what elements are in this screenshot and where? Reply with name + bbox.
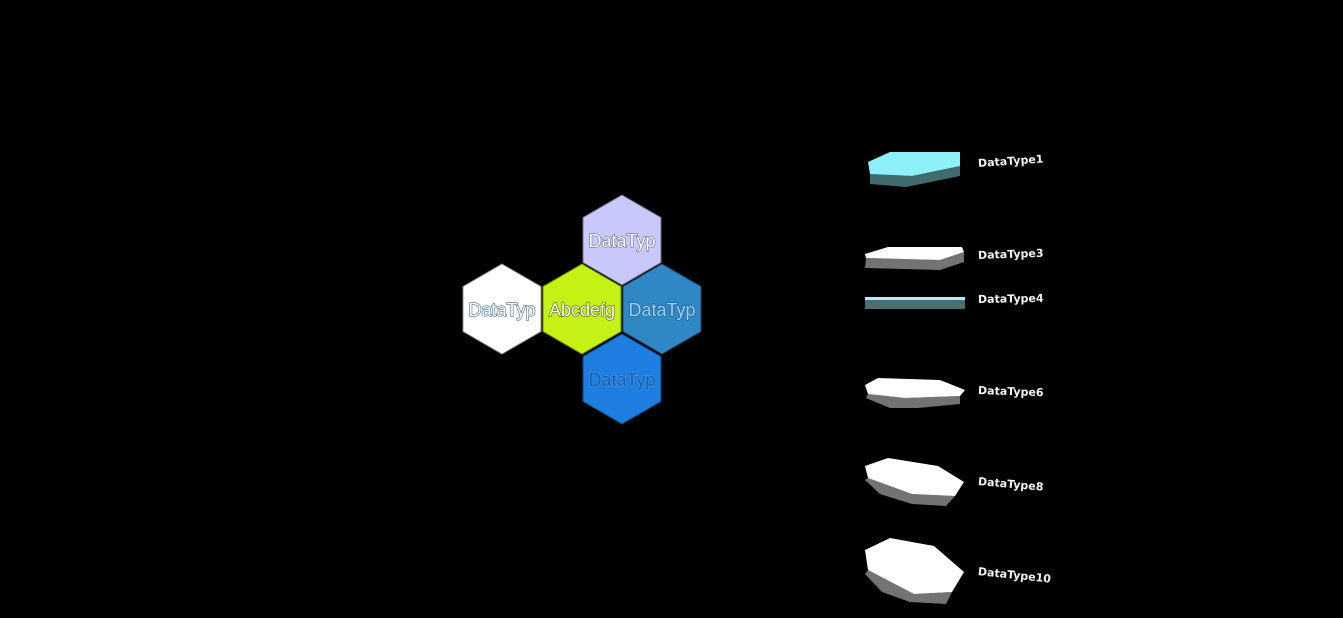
hexagon-right-shape xyxy=(622,263,702,355)
legend-item-4-prism-side xyxy=(866,394,960,408)
legend-item-3-prism-side xyxy=(865,300,965,309)
hexagon-bottom[interactable]: DataTyp xyxy=(582,333,662,425)
hexagon-right-label: DataTyp xyxy=(628,300,695,320)
legend-item-1: DataType1 xyxy=(868,152,1044,187)
legend-item-4-prism-top xyxy=(865,378,965,398)
legend-item-2: DataType3 xyxy=(865,247,1044,270)
hexagon-left-shape xyxy=(462,263,542,355)
legend-item-6-prism-side xyxy=(865,570,952,604)
hexagon-top[interactable]: DataTyp xyxy=(582,194,662,286)
legend-item-5: DataType8 xyxy=(865,458,1044,506)
legend-item-1-prism-top xyxy=(868,152,960,176)
legend-item-5-prism-top xyxy=(865,458,964,496)
hexagon-bottom-label: DataTyp xyxy=(588,370,655,390)
legend-item-2-prism-side xyxy=(865,252,964,270)
legend-item-1-prism-side xyxy=(870,166,960,187)
hexagon-right[interactable]: DataTyp xyxy=(622,263,702,355)
hexagon-center-shape xyxy=(542,263,622,355)
hexagon-top-shape xyxy=(582,194,662,286)
hexagon-left-label: DataTyp xyxy=(468,300,535,320)
hexagon-center[interactable]: Abcdefg xyxy=(542,263,622,355)
legend-item-5-prism-side xyxy=(865,478,955,506)
legend-item-5-label: DataType8 xyxy=(977,475,1043,494)
legend-item-4: DataType6 xyxy=(865,378,1044,408)
legend-item-6: DataType10 xyxy=(865,538,1052,604)
legend-item-6-label: DataType10 xyxy=(977,565,1052,586)
legend-item-3-label: DataType4 xyxy=(978,292,1044,306)
hexagon-top-label: DataTyp xyxy=(588,231,655,251)
legend-item-6-prism-top xyxy=(865,538,964,594)
hexagon-center-label: Abcdefg xyxy=(549,300,615,320)
legend: DataType1DataType3DataType4DataType6Data… xyxy=(865,152,1052,604)
legend-item-3-prism-top xyxy=(865,297,965,300)
hexagon-left[interactable]: DataTyp xyxy=(462,263,542,355)
legend-item-2-prism-top xyxy=(865,247,964,260)
legend-item-3: DataType4 xyxy=(865,292,1044,309)
legend-item-4-label: DataType6 xyxy=(978,384,1044,399)
legend-item-2-label: DataType3 xyxy=(978,247,1044,262)
legend-item-1-label: DataType1 xyxy=(978,152,1044,170)
hexagon-bottom-shape xyxy=(582,333,662,425)
